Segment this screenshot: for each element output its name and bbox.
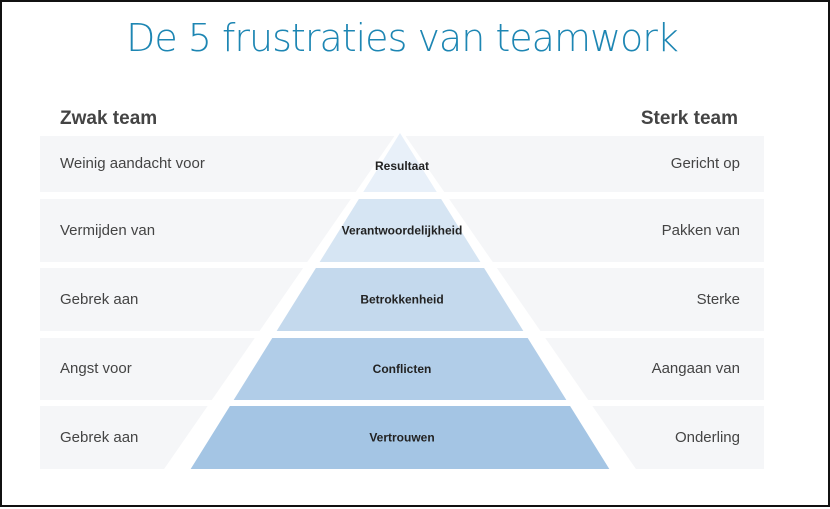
tier-label: Vertrouwen: [369, 431, 434, 445]
weak-team-text: Gebrek aan: [60, 429, 139, 446]
tier-label: Verantwoordelijkheid: [342, 224, 463, 238]
pyramid-tier: [276, 268, 524, 331]
tier-label: Resultaat: [375, 159, 429, 173]
weak-team-text: Weinig aandacht voor: [60, 155, 205, 172]
strong-team-heading: Sterk team: [640, 108, 738, 129]
diagram-title: De 5 frustraties van teamwork: [126, 16, 679, 60]
weak-team-text: Vermijden van: [60, 222, 156, 239]
strong-team-text: Pakken van: [661, 222, 740, 239]
tier-label: Conflicten: [373, 362, 432, 376]
pyramid-tier: [319, 199, 481, 262]
strong-team-text: Aangaan van: [651, 360, 740, 377]
pyramid-tier: [363, 133, 437, 192]
pyramid-tier: [190, 406, 610, 469]
pyramid-tier: [233, 338, 567, 400]
strong-team-text: Gericht op: [670, 155, 740, 172]
weak-team-heading: Zwak team: [60, 108, 158, 129]
strong-team-text: Onderling: [674, 429, 740, 446]
weak-team-text: Gebrek aan: [60, 291, 139, 308]
tier-label: Betrokkenheid: [360, 293, 443, 307]
strong-team-text: Sterke: [696, 291, 740, 308]
weak-team-text: Angst voor: [60, 360, 132, 377]
